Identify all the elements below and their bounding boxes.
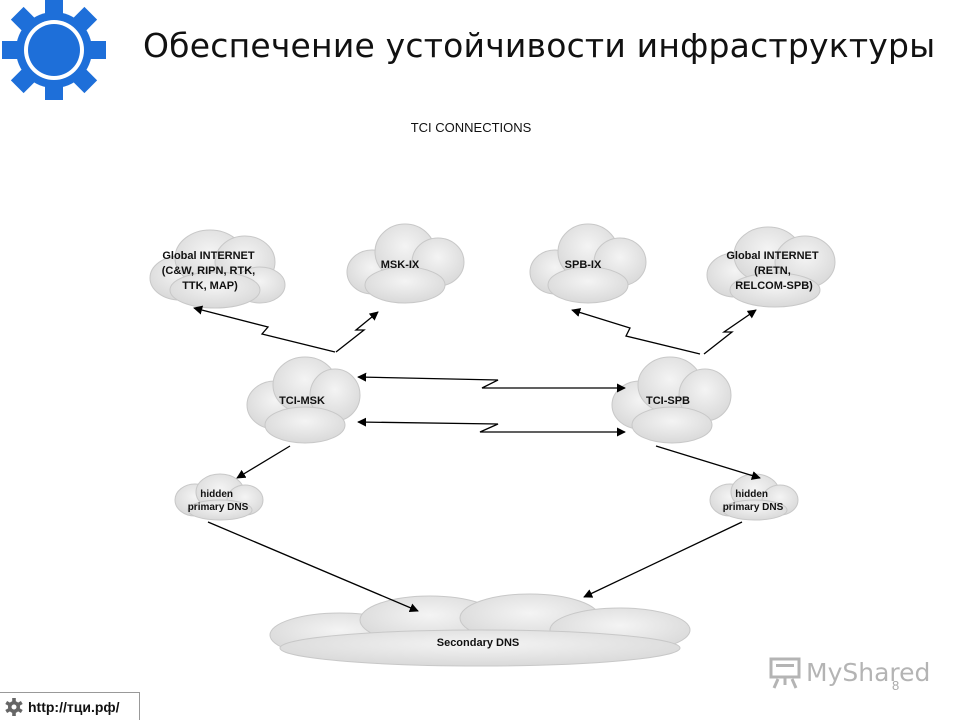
gear-icon [5, 697, 23, 716]
gear-logo-icon [2, 0, 106, 100]
link-tci-spb-spb-ix [571, 308, 701, 355]
node-label-line: hidden [735, 489, 768, 500]
myshared-watermark: MyShared [768, 655, 930, 689]
node-secondary-dns: Secondary DNS [437, 637, 520, 649]
cloud-hidden-dns-spb [709, 473, 799, 521]
cloud-tci-spb [611, 356, 732, 444]
node-spb-ix: SPB-IX [565, 259, 602, 271]
node-label-line: hidden [200, 489, 233, 500]
page-number: 8 [892, 678, 900, 693]
link-tci-msk-msk-ix [335, 311, 379, 353]
node-global-internet-msk: Global INTERNET (C&W, RIPN, RTK, TTK, MA… [162, 250, 259, 292]
cloud-secondary-dns [269, 593, 691, 667]
url-link[interactable]: http://тци.рф/ [28, 698, 120, 715]
presentation-board-icon [769, 657, 801, 689]
arrow-hidden-spb-secondary [583, 521, 743, 598]
cloud-global-internet-spb [706, 226, 836, 308]
node-label-line: (C&W, RIPN, RTK, [162, 265, 256, 277]
node-label-line: Global INTERNET [726, 250, 819, 262]
diagram-title: TCI CONNECTIONS [411, 120, 532, 135]
node-tci-msk: TCI-MSK [279, 395, 325, 407]
node-label-line: Global INTERNET [162, 250, 255, 262]
node-tci-spb: TCI-SPB [646, 395, 690, 407]
node-hidden-dns-msk: hidden primary DNS [188, 489, 249, 513]
node-hidden-dns-spb: hidden primary DNS [723, 489, 784, 513]
node-msk-ix: MSK-IX [381, 259, 420, 271]
arrow-tci-spb-hidden-spb [655, 445, 761, 480]
arrow-tci-msk-hidden-msk [236, 445, 291, 479]
node-label-line: primary DNS [723, 502, 784, 513]
url-footer[interactable]: http://тци.рф/ [0, 692, 140, 720]
node-label-line: (RETN, [754, 265, 791, 277]
link-lines [193, 305, 761, 612]
cloud-hidden-dns-msk [174, 473, 264, 521]
node-label-line: RELCOM-SPB) [735, 280, 813, 292]
cloud-global-internet-msk [149, 229, 286, 309]
cloud-msk-ix [346, 223, 465, 304]
slide-title: Обеспечение устойчивости инфраструктуры [143, 26, 936, 65]
link-tci-msk-global-msk [193, 305, 336, 353]
node-global-internet-spb: Global INTERNET (RETN, RELCOM-SPB) [726, 250, 821, 292]
link-tci-msk-tci-spb-bottom [357, 417, 626, 437]
arrow-hidden-msk-secondary [207, 521, 419, 612]
link-tci-msk-tci-spb-top [357, 372, 626, 393]
cloud-tci-msk [246, 356, 361, 444]
node-label-line: TTK, MAP) [182, 280, 238, 292]
link-tci-spb-global-spb [703, 309, 757, 355]
node-label-line: primary DNS [188, 502, 249, 513]
watermark-text: MyShared [806, 657, 931, 687]
cloud-spb-ix [529, 223, 647, 304]
